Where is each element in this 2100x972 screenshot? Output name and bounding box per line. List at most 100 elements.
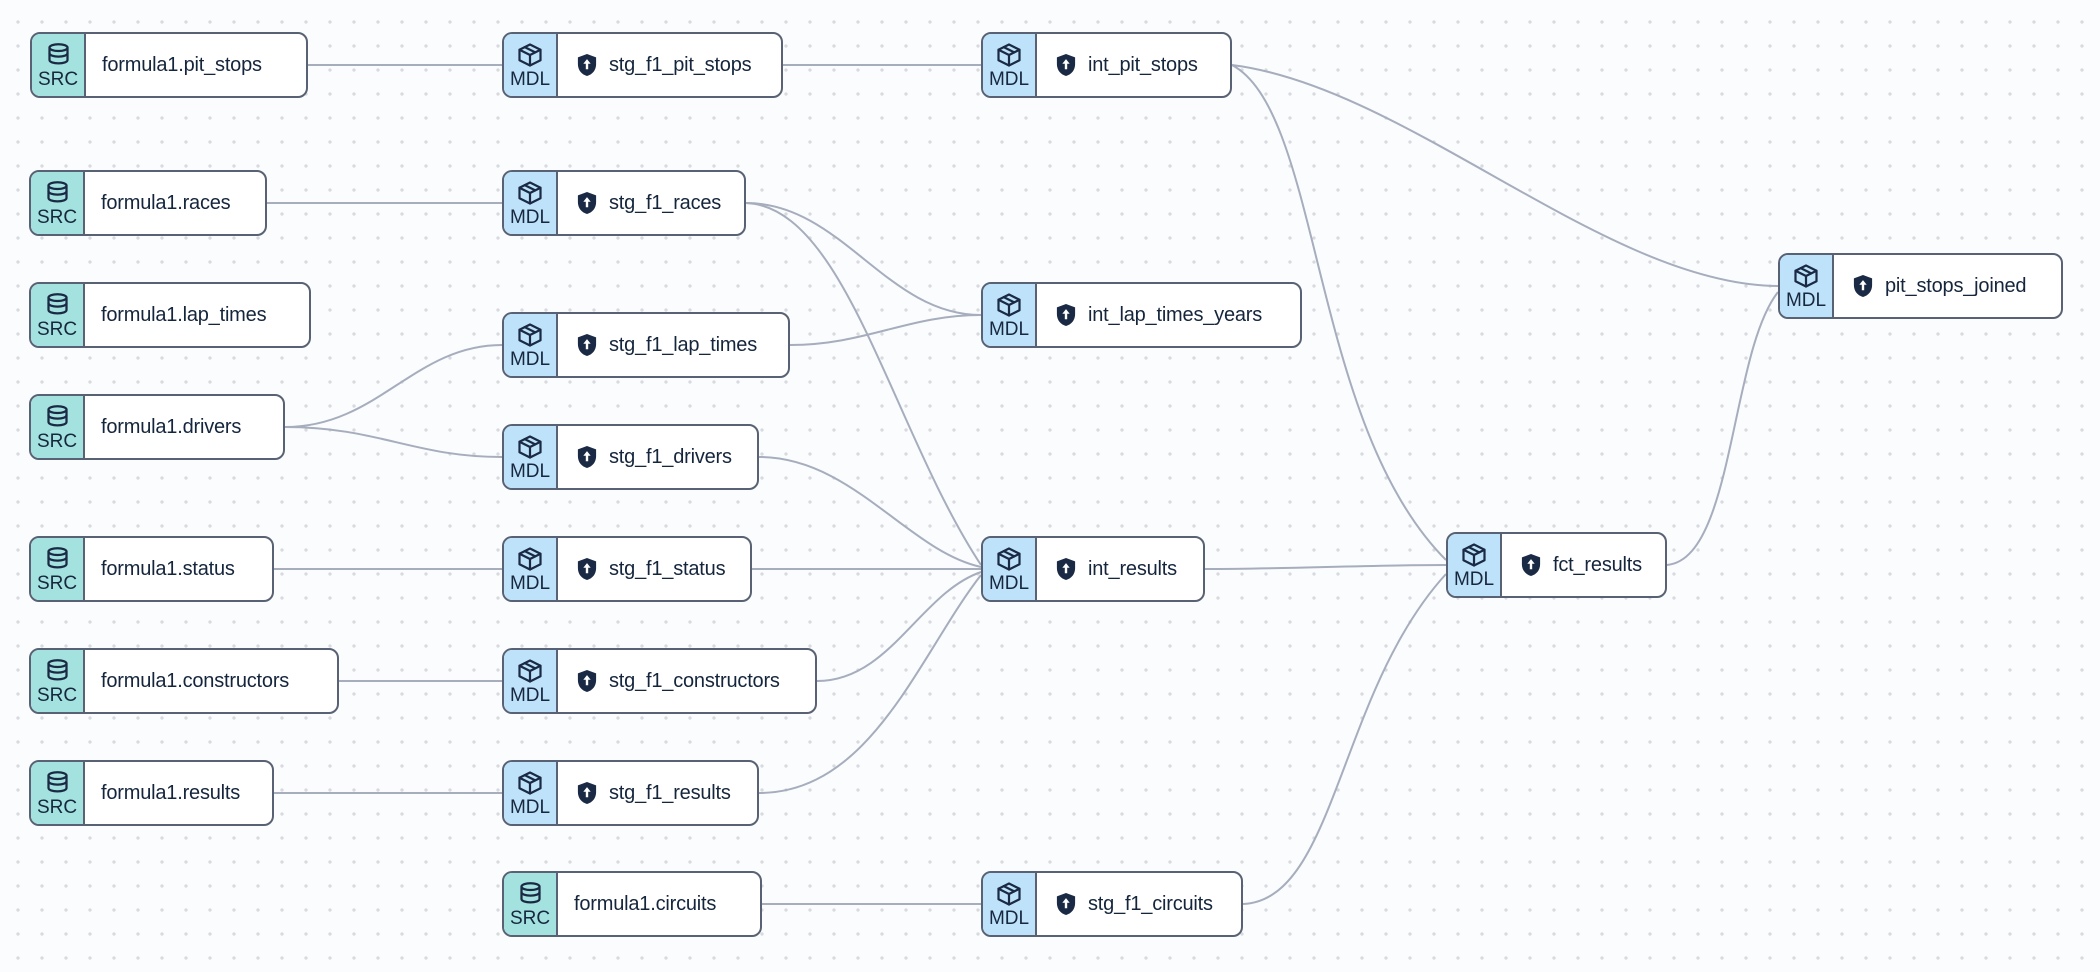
model-badge: MDL: [504, 314, 558, 376]
node-stg-constructors[interactable]: MDL stg_f1_constructors: [502, 648, 817, 714]
shield-icon: [574, 190, 600, 216]
node-src-results[interactable]: SRC formula1.results: [29, 760, 274, 826]
node-int-pit-stops[interactable]: MDL int_pit_stops: [981, 32, 1232, 98]
database-icon: [44, 770, 71, 797]
node-body: formula1.races: [85, 172, 265, 234]
node-label: fct_results: [1553, 553, 1642, 576]
model-badge: MDL: [983, 34, 1037, 96]
node-body: formula1.constructors: [85, 650, 337, 712]
edge-src-drivers-to-stg-drivers: [284, 426, 503, 458]
cube-icon: [516, 657, 544, 685]
node-body: stg_f1_results: [558, 762, 757, 824]
node-label: formula1.pit_stops: [102, 53, 262, 76]
node-fct-results[interactable]: MDL fct_results: [1446, 532, 1667, 598]
database-icon: [45, 42, 72, 69]
badge-label: MDL: [509, 349, 551, 370]
badge-label: MDL: [509, 685, 551, 706]
badge-label: SRC: [36, 206, 78, 228]
node-label: formula1.drivers: [101, 415, 242, 438]
model-badge: MDL: [1448, 534, 1502, 596]
edge-int-pit-stops-to-pit-stops-joined: [1231, 64, 1779, 287]
badge-label: SRC: [36, 796, 78, 818]
model-badge: MDL: [504, 172, 558, 234]
node-stg-drivers[interactable]: MDL stg_f1_drivers: [502, 424, 759, 490]
database-icon: [517, 881, 544, 908]
node-label: int_lap_times_years: [1088, 303, 1263, 326]
shield-icon: [574, 780, 600, 806]
node-label: stg_f1_races: [609, 191, 722, 214]
edge-int-results-to-fct-results: [1204, 564, 1447, 570]
database-icon: [44, 180, 71, 207]
source-badge: SRC: [31, 396, 85, 458]
badge-label: MDL: [988, 319, 1030, 340]
cube-icon: [516, 41, 544, 69]
node-body: formula1.status: [85, 538, 272, 600]
database-icon: [44, 404, 71, 431]
cube-icon: [995, 545, 1023, 573]
shield-icon: [1053, 556, 1079, 582]
badge-label: MDL: [1453, 569, 1495, 590]
source-badge: SRC: [31, 284, 85, 346]
badge-label: SRC: [37, 68, 79, 90]
edge-fct-results-to-pit-stops-joined: [1666, 291, 1779, 566]
node-src-drivers[interactable]: SRC formula1.drivers: [29, 394, 285, 460]
node-body: int_pit_stops: [1037, 34, 1230, 96]
cube-icon: [516, 321, 544, 349]
node-body: stg_f1_circuits: [1037, 873, 1241, 935]
node-body: formula1.pit_stops: [86, 34, 306, 96]
node-body: stg_f1_races: [558, 172, 744, 234]
node-body: formula1.results: [85, 762, 272, 824]
node-label: formula1.races: [101, 191, 231, 214]
node-label: stg_f1_drivers: [609, 445, 732, 468]
source-badge: SRC: [31, 762, 85, 824]
node-body: pit_stops_joined: [1834, 255, 2061, 317]
model-badge: MDL: [983, 873, 1037, 935]
node-body: stg_f1_pit_stops: [558, 34, 781, 96]
node-int-lap-times-years[interactable]: MDL int_lap_times_years: [981, 282, 1302, 348]
model-badge: MDL: [504, 34, 558, 96]
edge-stg-drivers-to-int-results: [758, 456, 982, 568]
badge-label: MDL: [988, 573, 1030, 594]
node-src-races[interactable]: SRC formula1.races: [29, 170, 267, 236]
database-icon: [44, 546, 71, 573]
cube-icon: [995, 291, 1023, 319]
node-label: int_results: [1088, 557, 1177, 580]
badge-label: MDL: [509, 461, 551, 482]
badge-label: SRC: [36, 318, 78, 340]
node-body: stg_f1_constructors: [558, 650, 815, 712]
database-icon: [44, 658, 71, 685]
node-label: int_pit_stops: [1088, 53, 1198, 76]
node-label: stg_f1_status: [609, 557, 726, 580]
node-int-results[interactable]: MDL int_results: [981, 536, 1205, 602]
cube-icon: [516, 769, 544, 797]
node-body: stg_f1_drivers: [558, 426, 757, 488]
node-src-pit-stops[interactable]: SRC formula1.pit_stops: [30, 32, 308, 98]
node-body: int_results: [1037, 538, 1203, 600]
shield-icon: [1053, 52, 1079, 78]
shield-icon: [1850, 273, 1876, 299]
node-label: formula1.lap_times: [101, 303, 267, 326]
node-stg-races[interactable]: MDL stg_f1_races: [502, 170, 746, 236]
node-src-lap-times[interactable]: SRC formula1.lap_times: [29, 282, 311, 348]
badge-label: MDL: [509, 207, 551, 228]
model-badge: MDL: [504, 650, 558, 712]
shield-icon: [574, 332, 600, 358]
node-label: pit_stops_joined: [1885, 274, 2027, 297]
shield-icon: [574, 668, 600, 694]
cube-icon: [1792, 262, 1820, 290]
node-body: fct_results: [1502, 534, 1665, 596]
cube-icon: [516, 545, 544, 573]
cube-icon: [516, 179, 544, 207]
badge-label: SRC: [36, 430, 78, 452]
node-body: int_lap_times_years: [1037, 284, 1300, 346]
